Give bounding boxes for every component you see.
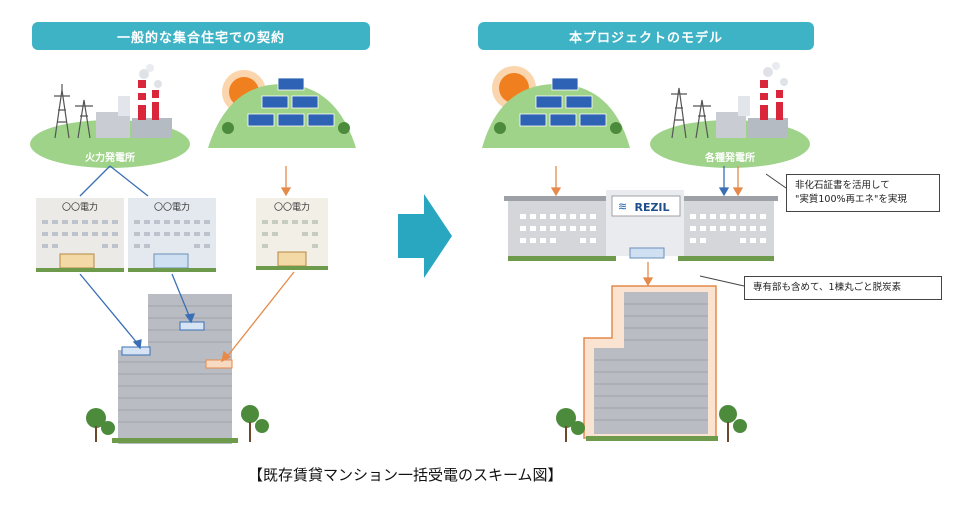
note-1-line-2: "実質100%再エネ"を実現 — [795, 193, 907, 205]
rezil-logo: REZIL — [634, 201, 669, 214]
solar-to-utility-arrow — [280, 166, 292, 197]
apartment-building-left — [86, 294, 269, 444]
plants-to-rezil-arrow-blue — [718, 166, 730, 197]
left-panel-title-text: 一般的な集合住宅での契約 — [116, 30, 285, 46]
utility-building-c — [256, 198, 328, 270]
solar-to-rezil-arrow — [550, 166, 562, 197]
utility-to-apartment-arrow-orange — [221, 271, 295, 363]
note-1-line-1: 非化石証書を活用して — [795, 180, 890, 191]
note-decarbonization: 専有部も含めて、1棟丸ごと脱炭素 — [744, 276, 942, 300]
utility-to-apartment-arrows-blue — [79, 273, 195, 350]
utility-building-a — [36, 198, 124, 272]
solar-plant-label-left: 太陽光発電 — [256, 148, 307, 161]
utility-a-label: 〇〇電力 — [62, 201, 98, 213]
thermal-plant-label-left: 火力発電所 — [85, 151, 135, 164]
utility-b-label: 〇〇電力 — [154, 201, 190, 213]
power-plants-label-right: 各種発電所 — [704, 151, 755, 164]
utility-c-label: 〇〇電力 — [274, 201, 310, 213]
right-panel-title: 本プロジェクトのモデル — [478, 22, 814, 50]
apartment-building-right — [556, 285, 747, 442]
rezil-to-apartment-arrow — [642, 262, 654, 287]
note-non-fossil-certificate: 非化石証書を活用して "実質100%再エネ"を実現 — [786, 174, 940, 212]
note-2-text: 専有部も含めて、1棟丸ごと脱炭素 — [753, 282, 902, 293]
rezil-logo-icon: ≋ — [618, 200, 627, 213]
figure-caption: 【既存賃貸マンション一括受電のスキーム図】 — [248, 466, 563, 484]
rezil-building — [504, 190, 778, 261]
utility-building-b — [128, 198, 216, 272]
plants-to-rezil-arrow-orange — [732, 166, 744, 197]
right-panel-title-text: 本プロジェクトのモデル — [568, 30, 723, 46]
solar-plant-left — [208, 70, 356, 148]
thermal-to-utility-lines — [79, 165, 149, 197]
solar-plant-label-right: 太陽光発電 — [530, 148, 581, 161]
note-pointer-lines — [699, 173, 787, 287]
big-transition-arrow — [398, 194, 452, 278]
left-panel-title: 一般的な集合住宅での契約 — [32, 22, 370, 50]
thermal-plant-left — [30, 64, 190, 168]
power-plants-right — [650, 62, 810, 168]
solar-plant-right — [482, 66, 630, 148]
